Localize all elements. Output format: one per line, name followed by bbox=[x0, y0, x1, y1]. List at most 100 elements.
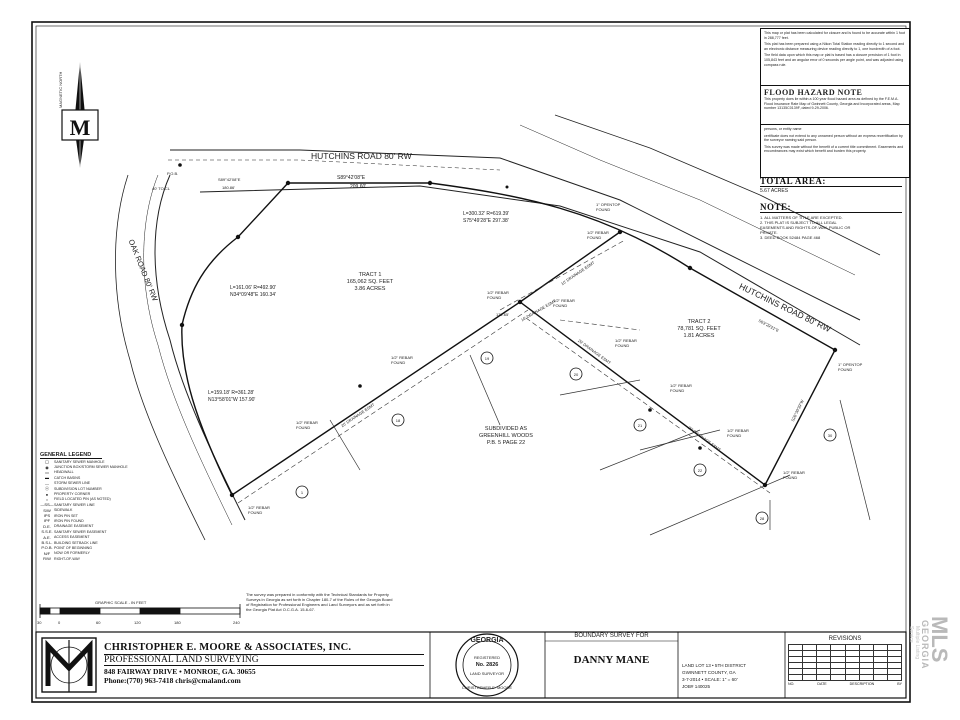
legend-row: A.E.ACCESS EASEMENT bbox=[40, 534, 190, 540]
lot-number: 21 bbox=[637, 423, 643, 428]
legend-text: SIDEWALK bbox=[54, 508, 73, 513]
total-area: TOTAL AREA: 5.67 ACRES bbox=[760, 176, 902, 194]
scale-tick: 0 bbox=[58, 620, 61, 625]
revision-cell bbox=[858, 674, 874, 681]
company-phone: Phone:(770) 963-7418 chris@cmaland.com bbox=[104, 676, 241, 685]
pob-label: P.O.B. bbox=[167, 171, 179, 176]
legend-row: —SS—SANITARY SEWER LINE bbox=[40, 502, 190, 507]
curve2-line2: N13°58'01"W 157.90' bbox=[208, 397, 256, 403]
revisions-title: REVISIONS bbox=[828, 636, 862, 642]
north-arrow-icon: M bbox=[61, 62, 99, 168]
top-small-distance: 180.86' bbox=[222, 185, 235, 190]
legend-symbol-icon: A.E. bbox=[43, 534, 51, 540]
lot-circles bbox=[295, 351, 837, 525]
top-bearing: S89°42'08"E bbox=[337, 175, 366, 181]
oak-row-west bbox=[115, 174, 206, 541]
graphic-scale bbox=[39, 604, 241, 618]
legend-text: HEADWALL bbox=[54, 470, 74, 475]
lot-number: 28 bbox=[759, 516, 765, 521]
revision-cell bbox=[787, 674, 804, 681]
legend-symbol-icon: IPF bbox=[43, 518, 51, 524]
legend-text: POINT OF BEGINNING bbox=[54, 545, 93, 550]
info-line: JOB# 140025 bbox=[682, 684, 711, 689]
legend-symbol-icon: P.O.B. bbox=[41, 545, 53, 551]
lot-lines bbox=[329, 354, 871, 536]
legend-text: NOW OR FORMERLY bbox=[54, 551, 90, 556]
tract2-name: TRACT 2 bbox=[687, 319, 711, 325]
legend-row: ○FIELD LOCATED PIN (AS NOTED) bbox=[40, 497, 190, 502]
legend-text: DRAINAGE EASEMENT bbox=[54, 524, 94, 529]
boundary-north-east bbox=[288, 182, 836, 486]
revisions-col: DESCRIPTION bbox=[849, 682, 875, 686]
note-title: NOTE: bbox=[760, 202, 902, 213]
legend-text: SANITARY SEWER MANHOLE bbox=[54, 459, 105, 464]
revision-cell bbox=[802, 674, 818, 681]
legend-symbol-icon: ▭ bbox=[45, 469, 49, 475]
seal-name-text: CHRISTOPHER E. MOORE bbox=[461, 685, 513, 690]
legend-row: S.S.E.SANITARY SEWER EASEMENT bbox=[40, 529, 190, 534]
lot-number: 20 bbox=[573, 372, 579, 377]
tract1-area-sf: 165,062 SQ. FEET bbox=[346, 279, 394, 285]
legend-text: JUNCTION BOX/STORM SEWER MANHOLE bbox=[54, 465, 128, 470]
pob-distance: 40' TO CL bbox=[152, 186, 170, 191]
legend-row: —STORM SEWER LINE bbox=[40, 481, 190, 486]
lot-number: 18 bbox=[395, 418, 401, 423]
legend-text: PROPERTY CORNER bbox=[54, 492, 91, 497]
subdivided-line1: SUBDIVIDED AS bbox=[484, 426, 528, 432]
tract2-label: TRACT 2 78,781 SQ. FEET 1.81 ACRES bbox=[664, 319, 734, 340]
outer-border bbox=[31, 21, 911, 703]
flood-hazard-box: FLOOD HAZARD NOTE This property does lie… bbox=[760, 85, 910, 125]
note-item: 1. ALL MATTERS OF TITLE ARE EXCEPTED. bbox=[760, 215, 843, 220]
road-lines bbox=[115, 114, 881, 541]
curve1-line1: L=161.06' R=492.90' bbox=[230, 285, 277, 291]
svg-text:M: M bbox=[70, 115, 91, 140]
scale-tick: 120 bbox=[134, 620, 141, 625]
revision-cell bbox=[872, 674, 888, 681]
scale-tick: 30 bbox=[37, 620, 42, 625]
legend-text: ACCESS EASEMENT bbox=[54, 535, 90, 540]
subdivided-line2: GREENHILL WOODS bbox=[479, 433, 533, 439]
easement-lines bbox=[237, 239, 771, 504]
curve3-line2: S75°49'28"E 297.38' bbox=[463, 218, 509, 224]
note-item: 3. DEED BOOK 52484 PAGE 468 bbox=[760, 235, 821, 240]
note-section: NOTE: 1. ALL MATTERS OF TITLE ARE EXCEPT… bbox=[760, 202, 902, 240]
tract1-area-ac: 3.86 ACRES bbox=[354, 286, 386, 292]
legend-symbol-icon: ⓞ bbox=[45, 485, 49, 491]
legend-list: ◯SANITARY SEWER MANHOLE◉JUNCTION BOX/STO… bbox=[40, 459, 190, 561]
total-area-label: TOTAL AREA: bbox=[760, 176, 826, 186]
legend-symbol-icon: ▬ bbox=[45, 475, 49, 481]
revision-cell bbox=[830, 674, 846, 681]
info-line: GWINNETT COUNTY, GA bbox=[682, 670, 736, 675]
watermark-text2: MLS bbox=[927, 616, 952, 663]
hutchins-north-row bbox=[170, 149, 861, 321]
seal-mid-text: REGISTERED bbox=[473, 655, 500, 660]
subdivided-label: SUBDIVIDED AS GREENHILL WOODS P.B. 5 PAG… bbox=[470, 426, 542, 447]
tract2-area-ac: 1.81 ACRES bbox=[683, 333, 715, 339]
legend-symbol-icon: S/W bbox=[43, 507, 51, 513]
legend-text: IRON PIN FOUND bbox=[54, 518, 84, 523]
company-sub: PROFESSIONAL LAND SURVEYING bbox=[104, 654, 424, 666]
revisions-block: REVISIONS NO. DATE DESCRIPTION BY bbox=[787, 636, 903, 686]
subdivided-line3: P.B. 5 PAGE 22 bbox=[486, 440, 526, 446]
legend-text: STORM SEWER LINE bbox=[54, 481, 91, 486]
note-item: EASEMENTS AND RIGHTS-OF-WAY, PUBLIC OR bbox=[760, 225, 851, 230]
company-name: CHRISTOPHER E. MOORE & ASSOCIATES, INC. bbox=[104, 642, 352, 653]
legend-row: D.E.DRAINAGE EASEMENT bbox=[40, 524, 190, 529]
top-small-bearing: S89°42'08"E bbox=[218, 177, 241, 182]
revisions-header: NO. DATE DESCRIPTION BY bbox=[788, 682, 902, 686]
legend-text: CATCH BASINS bbox=[54, 475, 81, 480]
